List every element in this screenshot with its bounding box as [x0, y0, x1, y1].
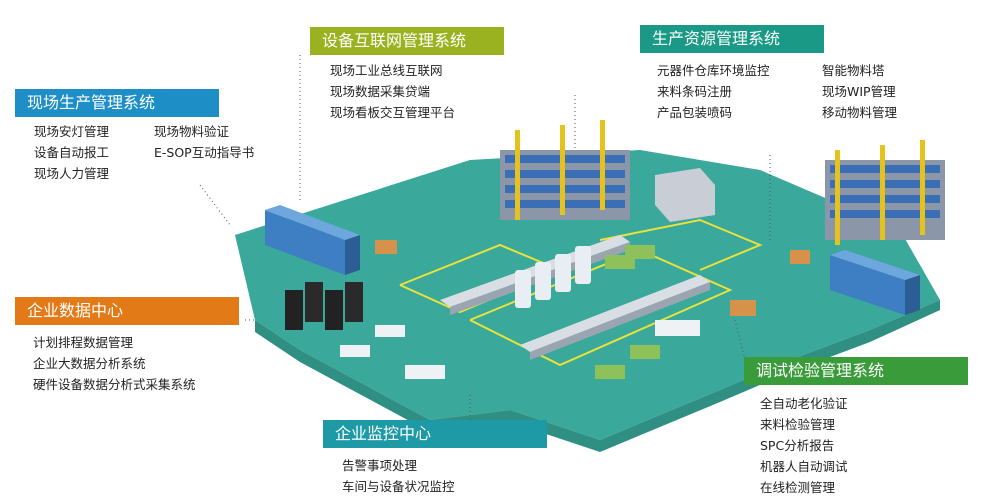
- truck-left: [265, 205, 360, 275]
- list-item: 现场WIP管理: [822, 84, 896, 99]
- monitor-title: 企业监控中心: [323, 420, 547, 448]
- server-racks: [285, 282, 363, 330]
- resource-col1: 元器件仓库环境监控 来料条码注册 产品包装喷码: [657, 60, 770, 123]
- production-line-2: [520, 275, 710, 360]
- iot-items: 现场工业总线互联网 现场数据采集贷端 现场看板交互管理平台: [330, 60, 455, 123]
- leader-lines: [199, 55, 771, 420]
- iot-title: 设备互联网管理系统: [310, 27, 504, 55]
- testing-items: 全自动老化验证 来料检验管理 SPC分析报告 机器人自动调试 在线检测管理: [760, 393, 848, 498]
- list-item: 机器人自动调试: [760, 459, 848, 474]
- field-production-col2: 现场物料验证 E-SOP互动指导书: [154, 121, 254, 163]
- list-item: 计划排程数据管理: [33, 335, 134, 350]
- list-item: 硬件设备数据分析式采集系统: [33, 377, 196, 392]
- test-room: [655, 168, 715, 222]
- list-item: 产品包装喷码: [657, 105, 733, 120]
- list-item: 来料条码注册: [657, 84, 733, 99]
- warehouse-rack-right: [825, 140, 945, 245]
- cargo-boxes: [375, 240, 810, 316]
- field-production-col1: 现场安灯管理 设备自动报工 现场人力管理: [34, 121, 109, 184]
- list-item: 告警事项处理: [342, 458, 418, 473]
- material-carts: [595, 245, 660, 379]
- office-desks: [340, 320, 700, 379]
- list-item: SPC分析报告: [760, 438, 835, 453]
- list-item: 在线检测管理: [760, 480, 836, 495]
- list-item: 现场人力管理: [34, 166, 110, 181]
- data-center-title: 企业数据中心: [15, 297, 239, 325]
- resource-col2: 智能物料塔 现场WIP管理 移动物料管理: [822, 60, 897, 123]
- testing-title: 调试检验管理系统: [744, 357, 968, 385]
- list-item: 全自动老化验证: [760, 396, 848, 411]
- list-item: 智能物料塔: [822, 63, 885, 78]
- monitor-items: 告警事项处理 车间与设备状况监控: [342, 455, 455, 497]
- aging-test-chambers: [515, 246, 591, 308]
- list-item: E-SOP互动指导书: [154, 145, 255, 160]
- warehouse-rack-left: [500, 120, 630, 220]
- list-item: 现场看板交互管理平台: [330, 105, 456, 120]
- list-item: 企业大数据分析系统: [33, 356, 146, 371]
- resource-title: 生产资源管理系统: [640, 25, 824, 53]
- list-item: 现场物料验证: [154, 124, 230, 139]
- data-center-items: 计划排程数据管理 企业大数据分析系统 硬件设备数据分析式采集系统: [33, 332, 196, 395]
- list-item: 元器件仓库环境监控: [657, 63, 770, 78]
- list-item: 来料检验管理: [760, 417, 836, 432]
- list-item: 现场数据采集贷端: [330, 84, 431, 99]
- yellow-lane-3: [599, 218, 763, 271]
- list-item: 车间与设备状况监控: [342, 479, 455, 494]
- list-item: 现场工业总线互联网: [330, 63, 443, 78]
- list-item: 移动物料管理: [822, 105, 898, 120]
- field-production-title: 现场生产管理系统: [15, 89, 219, 117]
- truck-right: [830, 250, 920, 315]
- list-item: 设备自动报工: [34, 145, 110, 160]
- list-item: 现场安灯管理: [34, 124, 110, 139]
